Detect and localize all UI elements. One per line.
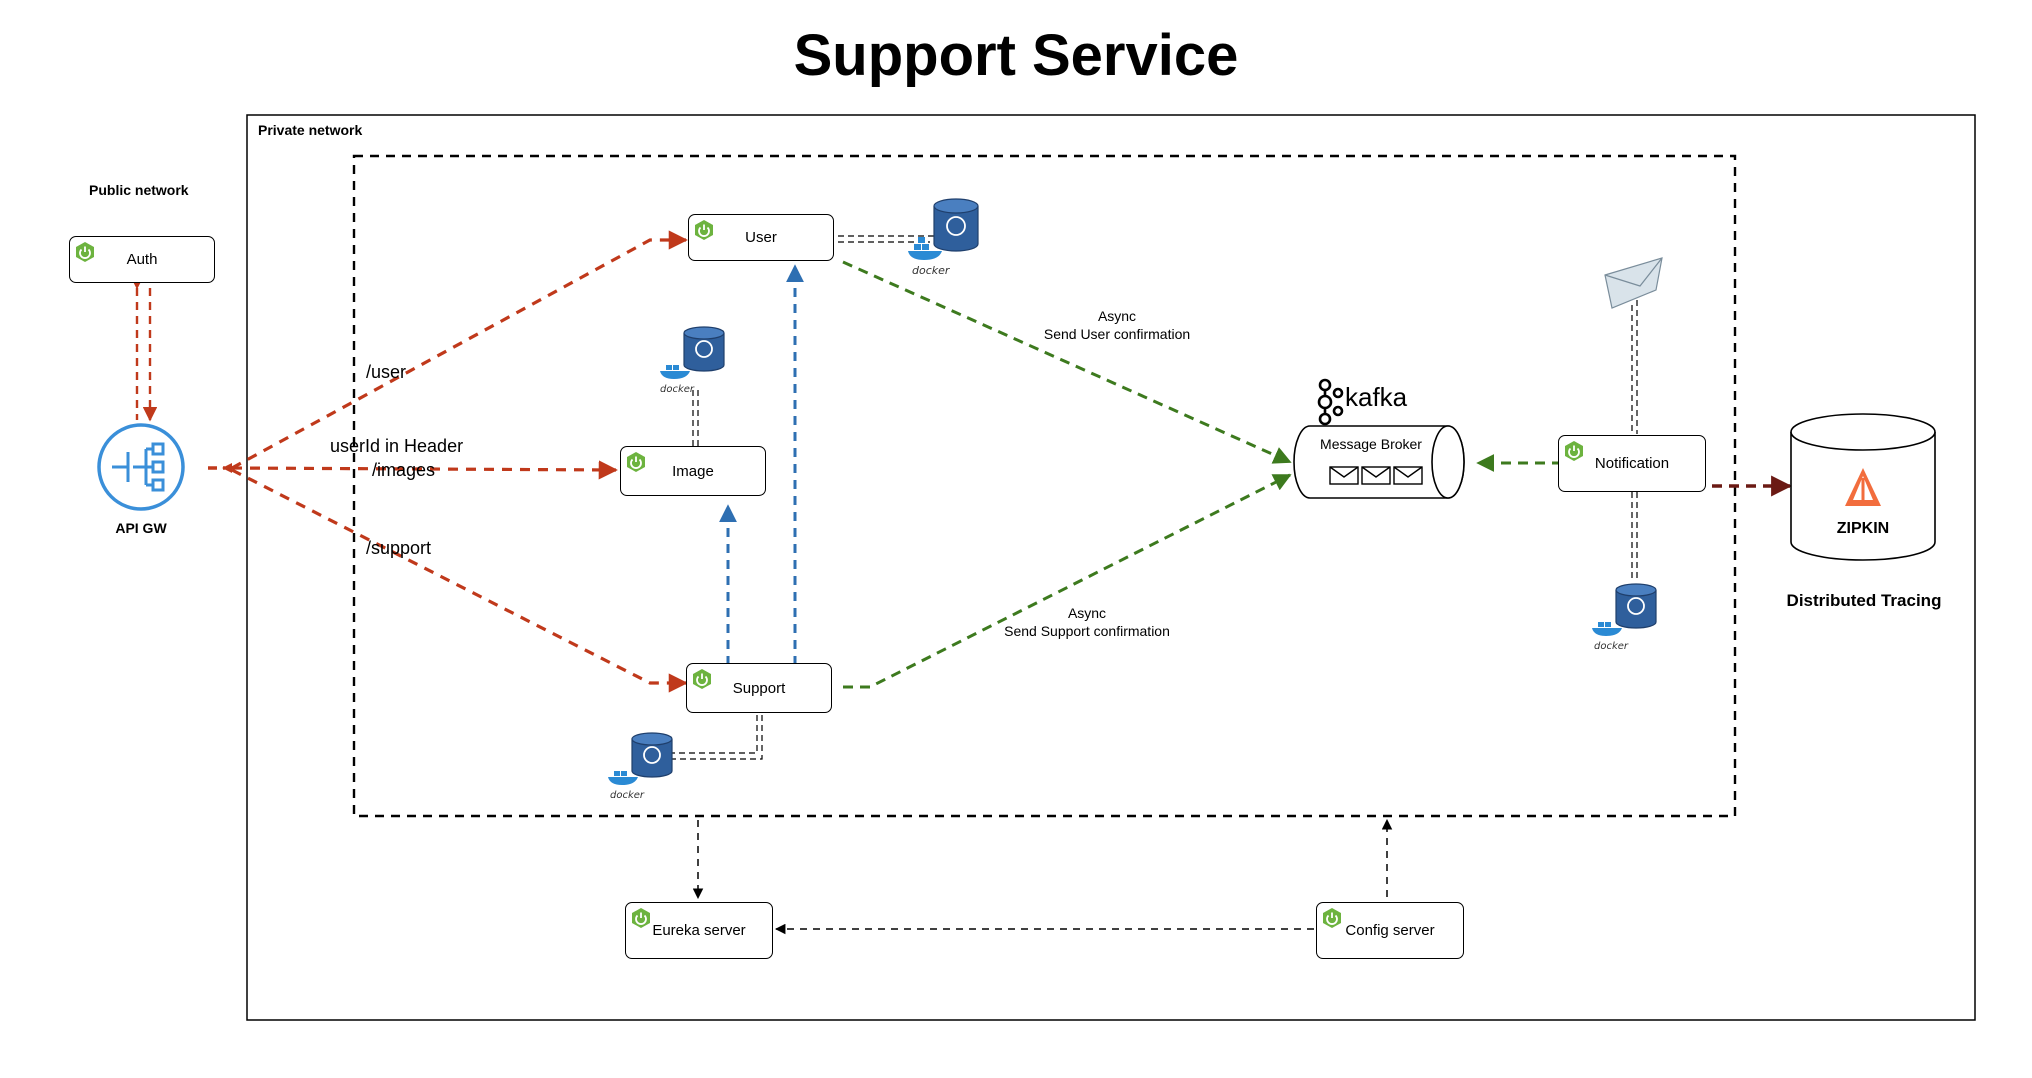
zipkin-logo-text: ZIPKIN: [1836, 520, 1890, 537]
route-images-label: /images: [372, 460, 436, 480]
postgres-docker-icon: docker: [908, 198, 979, 277]
route-user-label: /user: [366, 362, 407, 382]
spring-power-icon: [627, 452, 645, 472]
svg-text:docker: docker: [912, 264, 951, 277]
svg-text:docker: docker: [660, 384, 695, 395]
envelope-icon: [1329, 466, 1423, 485]
support-service-label: Support: [732, 679, 786, 697]
notification-service-box[interactable]: Notification: [1558, 435, 1706, 492]
config-server-label: Config server: [1345, 922, 1435, 939]
route-support-label: /support: [366, 538, 432, 558]
private-network-label: Private network: [258, 122, 363, 138]
kafka-brand-label: kafka: [1345, 382, 1408, 412]
zipkin-cylinder: [1790, 413, 1936, 561]
notification-service-label: Notification: [1594, 455, 1670, 472]
image-service-label: Image: [672, 462, 714, 480]
distributed-tracing-label: Distributed Tracing: [1786, 591, 1942, 610]
page-title: Support Service: [793, 23, 1239, 88]
kafka-icon: [1317, 378, 1344, 426]
eureka-server-label: Eureka server: [652, 922, 746, 939]
email-envelope-icon: [1604, 257, 1663, 309]
public-network-label: Public network: [89, 182, 189, 198]
async-user-label-1: Async: [1097, 308, 1137, 324]
image-service-box[interactable]: Image: [620, 446, 766, 496]
async-user-label-2: Send User confirmation: [1043, 326, 1191, 342]
user-service-box[interactable]: User: [688, 214, 834, 261]
svg-text:docker: docker: [610, 790, 645, 801]
spring-power-icon: [1565, 441, 1583, 461]
message-broker-label: Message Broker: [1320, 436, 1422, 452]
async-support-label-1: Async: [1067, 605, 1107, 621]
svg-text:docker: docker: [1594, 641, 1629, 652]
route-header-label: userId in Header: [330, 436, 464, 456]
zipkin-icon: [1845, 468, 1881, 506]
spring-power-icon: [1323, 908, 1341, 928]
auth-service-box[interactable]: Auth: [69, 236, 215, 283]
auth-service-label: Auth: [126, 251, 158, 268]
support-service-box[interactable]: Support: [686, 663, 832, 713]
spring-power-icon: [693, 669, 711, 689]
spring-power-icon: [632, 908, 650, 928]
postgres-docker-icon: docker: [660, 326, 725, 395]
postgres-docker-icon: docker: [1592, 583, 1657, 652]
spring-power-icon: [695, 220, 713, 240]
services-dashed-boundary: [352, 154, 1737, 818]
private-network-boundary: [246, 114, 1976, 1021]
spring-power-icon: [76, 242, 94, 262]
eureka-server-box[interactable]: Eureka server: [625, 902, 773, 959]
config-server-box[interactable]: Config server: [1316, 902, 1464, 959]
message-broker-cylinder: [1293, 425, 1465, 499]
api-gateway-icon: [97, 423, 185, 511]
async-support-label-2: Send Support confirmation: [1004, 623, 1170, 639]
postgres-docker-icon: docker: [608, 732, 673, 801]
user-service-label: User: [745, 229, 777, 246]
api-gateway-label: API GW: [115, 520, 167, 536]
